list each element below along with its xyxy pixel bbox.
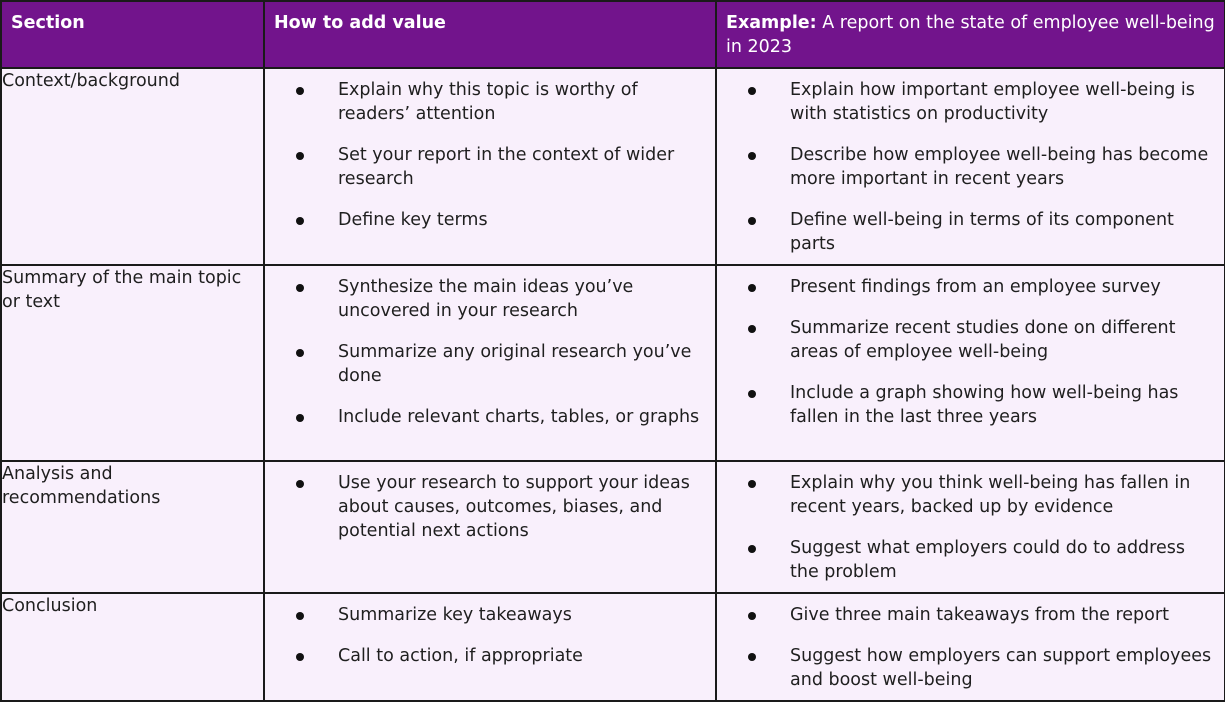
example-list: Give three main takeaways from the repor… [717,594,1224,700]
list-item: Explain why this topic is worthy of read… [265,78,707,126]
list-item: Describe how employee well-being has bec… [717,143,1216,191]
header-example: Example: A report on the state of employ… [715,0,1225,69]
example-list: Present findings from an employee survey… [717,266,1224,437]
section-cell: Context/background [0,67,265,266]
list-item: Explain why you think well-being has fal… [717,471,1216,519]
section-cell: Summary of the main topic or text [0,264,265,462]
table-row: Summary of the main topic or text Synthe… [0,264,1225,462]
table-row: Conclusion Summarize key takeaways Call … [0,592,1225,702]
bullet-icon [296,87,304,95]
bullet-icon [748,390,756,398]
bullet-icon [296,284,304,292]
header-row: Section How to add value Example: A repo… [0,0,1225,69]
bullet-icon [748,284,756,292]
how-list: Synthesize the main ideas you’ve uncover… [265,266,715,437]
bullet-icon [748,480,756,488]
bullet-icon [296,480,304,488]
list-item: Include a graph showing how well-being h… [717,381,1216,429]
bullet-icon [296,653,304,661]
example-description: A report on the state of employee well-b… [726,13,1215,57]
list-item: Define key terms [265,208,707,232]
example-cell: Present findings from an employee survey… [715,264,1225,462]
how-list: Use your research to support your ideas … [265,462,715,551]
bullet-icon [748,653,756,661]
list-item: Suggest what employers could do to addre… [717,536,1216,584]
list-item: Synthesize the main ideas you’ve uncover… [265,275,707,323]
how-cell: Explain why this topic is worthy of read… [263,67,717,266]
how-cell: Use your research to support your ideas … [263,460,717,594]
table-row: Context/background Explain why this topi… [0,67,1225,266]
list-item: Give three main takeaways from the repor… [717,603,1216,627]
bullet-icon [296,414,304,422]
bullet-icon [748,217,756,225]
list-item: Use your research to support your ideas … [265,471,707,543]
list-item: Explain how important employee well-bein… [717,78,1216,126]
example-cell: Explain how important employee well-bein… [715,67,1225,266]
bullet-icon [748,612,756,620]
example-cell: Give three main takeaways from the repor… [715,592,1225,702]
bullet-icon [296,612,304,620]
section-cell: Analysis and recommendations [0,460,265,594]
bullet-icon [748,545,756,553]
bullet-icon [748,325,756,333]
header-how-to-add-value: How to add value [263,0,717,69]
header-section: Section [0,0,265,69]
bullet-icon [748,87,756,95]
how-cell: Summarize key takeaways Call to action, … [263,592,717,702]
table-row: Analysis and recommendations Use your re… [0,460,1225,594]
example-list: Explain why you think well-being has fal… [717,462,1224,592]
example-list: Explain how important employee well-bein… [717,69,1224,264]
bullet-icon [748,152,756,160]
how-cell: Synthesize the main ideas you’ve uncover… [263,264,717,462]
bullet-icon [296,217,304,225]
list-item: Set your report in the context of wider … [265,143,707,191]
list-item: Define well-being in terms of its compon… [717,208,1216,256]
bullet-icon [296,152,304,160]
example-cell: Explain why you think well-being has fal… [715,460,1225,594]
list-item: Present findings from an employee survey [717,275,1216,299]
bullet-icon [296,349,304,357]
list-item: Summarize any original research you’ve d… [265,340,707,388]
list-item: Summarize recent studies done on differe… [717,316,1216,364]
list-item: Summarize key takeaways [265,603,707,627]
list-item: Call to action, if appropriate [265,644,707,668]
section-cell: Conclusion [0,592,265,702]
how-list: Summarize key takeaways Call to action, … [265,594,715,676]
how-list: Explain why this topic is worthy of read… [265,69,715,240]
list-item: Include relevant charts, tables, or grap… [265,405,707,429]
example-label: Example: [726,13,817,33]
list-item: Suggest how employers can support employ… [717,644,1216,692]
